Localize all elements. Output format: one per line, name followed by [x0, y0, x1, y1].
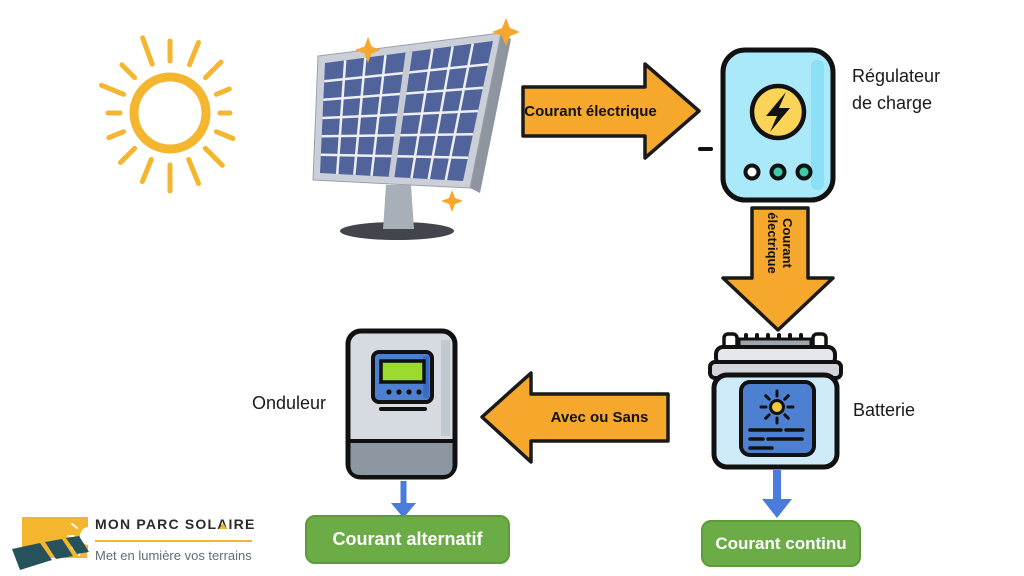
- arrow-left: [480, 371, 670, 464]
- inverter-output-arrow: [391, 481, 416, 518]
- battery-sun-icon: [769, 399, 785, 415]
- arrow-down: [721, 206, 835, 332]
- arrow-right: [521, 62, 701, 160]
- inverter-label: Onduleur: [252, 393, 327, 413]
- battery-icon: [708, 332, 843, 470]
- arrow-down-label-line2: électrique: [765, 212, 780, 274]
- arrow-down-label: Courant électrique: [765, 201, 795, 285]
- arrow-right-label: Courant électrique: [524, 103, 657, 120]
- inverter-icon: [345, 328, 458, 480]
- arrow-left-label: Avec ou Sans: [550, 409, 649, 426]
- logo-divider: [95, 540, 252, 542]
- logo-title: MON PARC SOLAIRE: [95, 516, 256, 532]
- regulator-label-line1: Régulateur: [852, 66, 941, 86]
- direct-current-badge: Courant continu: [701, 520, 861, 567]
- battery-output-arrow: [762, 470, 792, 518]
- logo-accent: [219, 523, 227, 529]
- logo-graphic: [12, 517, 98, 570]
- lightning-bolt-icon: [766, 92, 790, 132]
- arrow-down-label-line1: Courant: [780, 218, 795, 268]
- regulator-label: Régulateur de charge: [852, 63, 940, 117]
- regulator-label-line2: de charge: [852, 93, 933, 113]
- logo-tagline: Met en lumière vos terrains: [95, 548, 252, 563]
- solar-panel-icon: [312, 18, 520, 240]
- alternating-current-badge: Courant alternatif: [305, 515, 510, 564]
- charge-regulator-icon: [698, 47, 836, 203]
- battery-label: Batterie: [853, 400, 916, 420]
- sparkle-icon: [355, 18, 520, 212]
- sun-icon: [98, 35, 236, 194]
